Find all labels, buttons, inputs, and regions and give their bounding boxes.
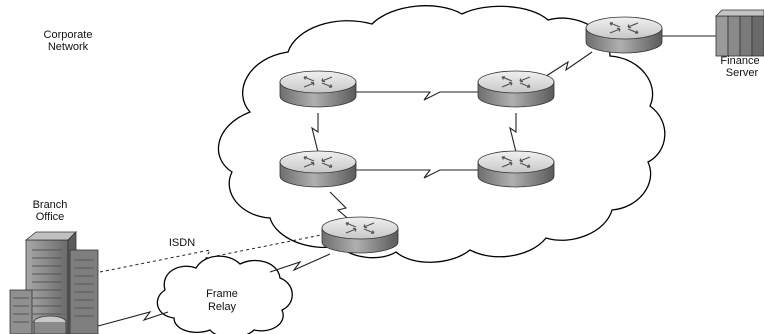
finance-server-label-1: Finance bbox=[720, 55, 759, 67]
branch-office-label-2: Office bbox=[36, 211, 65, 223]
router-icon-mid-right bbox=[477, 150, 555, 188]
finance-server-label-2: Server bbox=[726, 67, 759, 79]
link-tl-tr bbox=[355, 91, 478, 101]
office-building-icon bbox=[9, 231, 99, 334]
link-isdn bbox=[99, 233, 327, 273]
branch-office-label-1: Branch bbox=[33, 199, 68, 211]
network-links bbox=[97, 35, 716, 327]
frame-relay-label-2: Relay bbox=[208, 301, 237, 313]
link-ml-edge bbox=[329, 191, 353, 223]
router-icon-mid-left bbox=[279, 150, 357, 188]
link-building-frame bbox=[97, 311, 169, 327]
link-tr-mr bbox=[509, 113, 517, 153]
link-ml-mr bbox=[355, 169, 478, 179]
link-tl-ml bbox=[311, 113, 319, 153]
router-icon-top-right bbox=[477, 70, 555, 108]
corporate-network-label-1: Corporate bbox=[44, 29, 93, 41]
isdn-label: ISDN bbox=[169, 237, 195, 249]
link-frame-edge bbox=[269, 253, 331, 273]
router-icon-finance bbox=[585, 16, 663, 54]
router-icon-edge bbox=[321, 216, 399, 254]
frame-relay-label-1: Frame bbox=[206, 288, 238, 300]
server-icon bbox=[715, 9, 764, 57]
frame-relay-cloud bbox=[156, 255, 293, 334]
corporate-network-cloud bbox=[217, 5, 666, 263]
router-icon-top-left bbox=[279, 70, 357, 108]
corporate-network-label-2: Network bbox=[48, 41, 89, 53]
link-tr-finance-router bbox=[539, 51, 593, 81]
